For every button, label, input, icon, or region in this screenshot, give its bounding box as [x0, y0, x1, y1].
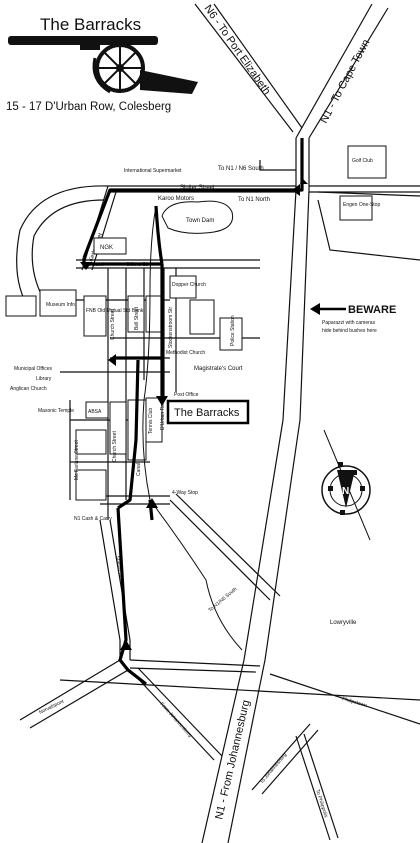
highways: [194, 3, 389, 843]
place-tennis-club: Tennis Club: [148, 408, 154, 434]
beware-text-line1: Paparazzi with cameras: [322, 320, 376, 326]
barracks-marker: [166, 399, 250, 425]
place-international-supermarket: International Supermarket: [124, 168, 182, 174]
street-church-lower: Church Street: [112, 431, 118, 462]
street-mcfarlane: Mc Farlane Street: [74, 440, 80, 480]
roads-south: [19, 493, 420, 841]
place-library: Library: [36, 376, 52, 382]
street-philipstown: Philipstown: [341, 696, 367, 709]
street-church: Church Street: [110, 309, 116, 340]
street-durban-row: D'Urban Row: [160, 400, 166, 430]
roads-north: [108, 160, 420, 261]
street-bell: Bell Street: [134, 306, 140, 330]
place-post-office: Post Office: [174, 392, 199, 398]
compass-north: N: [342, 486, 349, 497]
highway-n6-port-elizabeth: N6 - To Port Elizabeth: [202, 3, 273, 97]
sign-n1-north: To N1 North: [238, 197, 270, 203]
beware-title: BEWARE: [348, 304, 396, 316]
place-magistrates-court: Magistrate's Court: [194, 366, 243, 372]
place-karoo-motors: Karoo Motors: [158, 196, 194, 202]
place-four-way-stop: 4-Way Stop: [172, 490, 198, 496]
west-ring-road: [16, 185, 109, 311]
place-anglican-church: Anglican Church: [10, 386, 47, 392]
beware-notice: BEWARE Paparazzi with cameras hide behin…: [310, 303, 396, 334]
place-golf-club: Golf Club: [352, 158, 373, 164]
place-masonic-temple: Masonic Temple: [38, 408, 74, 414]
beware-text-line2: hide behind bushes here: [322, 328, 377, 334]
sign-n1-n6-south: To N1 / N6 South: [218, 166, 264, 172]
map-title: The Barracks: [40, 15, 141, 34]
place-barracks: The Barracks: [174, 407, 240, 419]
compass-rose: N: [321, 429, 371, 541]
place-absa: ABSA: [88, 409, 102, 415]
place-police-station: Police Station: [230, 315, 236, 346]
place-town-dam: Town Dam: [186, 218, 214, 224]
place-municipal-offices: Municipal Offices: [14, 366, 52, 372]
cannon-logo: [8, 36, 198, 94]
place-canal: Canal: [136, 463, 142, 476]
place-engen: Engen One-Stop: [343, 202, 380, 208]
place-dopper-church: Dopper Church: [172, 282, 206, 288]
place-museum-info: Museum Info: [46, 302, 75, 308]
place-ngk: NGK: [100, 245, 113, 251]
route-arrows: [80, 178, 308, 650]
place-lowryville: Lowryville: [330, 620, 357, 626]
map-address: 15 - 17 D'Urban Row, Colesberg: [6, 101, 171, 113]
place-methodist-church: Methodist Church: [166, 350, 205, 356]
town-dam: [161, 200, 234, 234]
street-station: Station St: [114, 555, 124, 578]
highway-n1-johannesburg: N1 - From Johannesburg: [213, 699, 252, 821]
engen-block: [339, 195, 373, 221]
street-sluiter: Sluiter Street: [180, 185, 215, 191]
golf-club-block: [347, 145, 387, 179]
canal-line: [142, 205, 243, 651]
street-to-n1-n6-south: To N1/N6 South: [207, 586, 238, 613]
place-fnb: FNB Old Mutual Std Bank: [86, 308, 144, 314]
street-stockenstroom: Stockenstroom Str: [168, 307, 174, 348]
place-n1-cash-carry: N1 Cash & Carry: [74, 516, 112, 522]
